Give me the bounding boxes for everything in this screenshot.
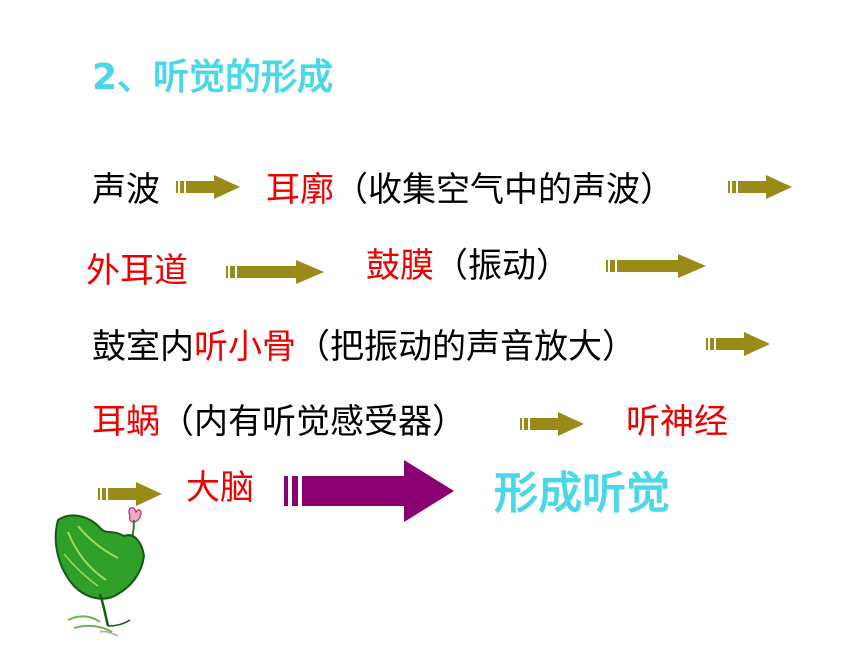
eardrum-label: 鼓膜 — [366, 246, 434, 286]
arrow-right-icon — [98, 482, 162, 506]
auricle-label: 耳廓 — [266, 170, 334, 210]
arrow-right-icon — [706, 332, 770, 356]
eardrum-description: （振动） — [434, 246, 570, 286]
ear-canal-label: 外耳道 — [86, 251, 188, 291]
ossicles-description: （把振动的声音放大） — [296, 327, 636, 367]
cochlea-label: 耳蜗 — [92, 402, 160, 442]
result-hearing-label: 形成听觉 — [494, 468, 670, 519]
arrow-right-icon — [176, 175, 240, 199]
big-arrow-right-icon — [284, 460, 454, 522]
tympanic-cavity-label: 鼓室内 — [92, 327, 194, 367]
cochlea-description: （内有听觉感受器） — [160, 402, 466, 442]
page-title: 2、听觉的形成 — [92, 57, 334, 98]
auricle-description: （收集空气中的声波） — [334, 170, 674, 210]
arrow-right-icon — [520, 412, 584, 436]
lotus-leaf-illustration — [54, 507, 146, 637]
arrow-right-icon — [606, 254, 706, 278]
arrow-right-icon — [728, 175, 792, 199]
auditory-nerve-label: 听神经 — [626, 402, 728, 442]
arrow-right-icon — [226, 260, 324, 284]
sound-wave-label: 声波 — [92, 170, 160, 210]
ossicles-label: 听小骨 — [194, 327, 296, 367]
brain-label: 大脑 — [186, 468, 254, 508]
